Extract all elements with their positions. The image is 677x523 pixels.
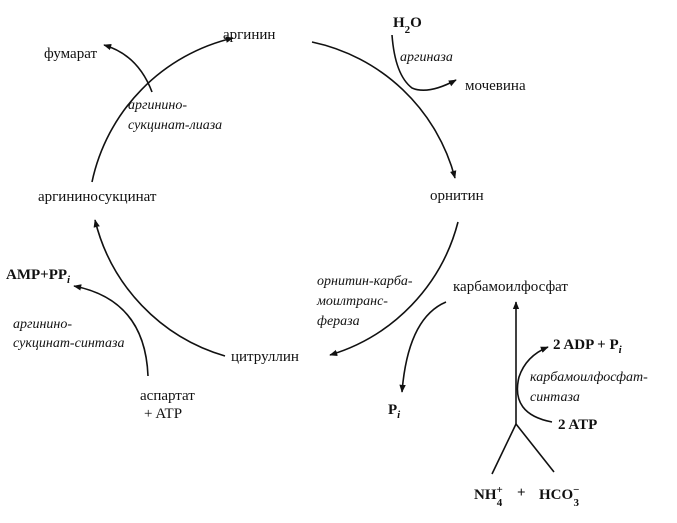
enzyme-synthetase: аргинино- сукцинат-синтаза xyxy=(13,317,125,351)
hco3-branch-line xyxy=(515,423,555,473)
label-aspartate: аспартат xyxy=(140,388,195,404)
label-urea: мочевина xyxy=(465,78,526,94)
arc-citrulline-to-argininosuccinate xyxy=(93,219,226,357)
formula-pi: Pi xyxy=(388,402,401,421)
arrow-atp-adp xyxy=(516,346,553,423)
formula-adp-pi: 2 ADP + Pi xyxy=(553,337,623,356)
enzyme-otc: орнитин-карба- моилтранс- фераза xyxy=(316,274,416,329)
label-argininosuccinate: аргининосукцинат xyxy=(38,189,157,205)
arrow-fumarate-out xyxy=(103,43,153,93)
label-citrulline: цитруллин xyxy=(231,349,299,365)
label-arginine: аргинин xyxy=(223,27,275,43)
label-atp-plus: + ATP xyxy=(144,406,182,422)
formula-plus: + xyxy=(517,485,526,501)
arc-argininosuccinate-to-arginine xyxy=(91,36,234,183)
arrow-aspartate-in xyxy=(73,284,149,377)
formula-nh4: NH+4 xyxy=(474,484,503,509)
formula-water: H2O xyxy=(393,15,422,36)
arrow-carbamoyl-in xyxy=(399,301,447,393)
arc-arginine-to-ornithine xyxy=(311,41,457,179)
arrow-water-in xyxy=(391,34,457,91)
formula-hco3: HCO−3 xyxy=(539,484,579,509)
nh4-branch-line xyxy=(491,423,517,475)
enzyme-lyase: аргинино- сукцинат-лиаза xyxy=(128,98,222,133)
formula-amp-ppi: AMP+PPi xyxy=(6,267,71,286)
label-ornithine: орнитин xyxy=(430,188,484,204)
formula-atp2: 2 ATP xyxy=(558,417,597,433)
enzyme-cps: карбамоилфосфат- синтаза xyxy=(530,370,651,405)
arc-ornithine-to-citrulline xyxy=(329,221,459,356)
label-fumarate: фумарат xyxy=(44,46,97,62)
enzyme-arginase: аргиназа xyxy=(400,50,453,65)
label-carbamoyl-phosphate: карбамоилфосфат xyxy=(453,279,568,295)
